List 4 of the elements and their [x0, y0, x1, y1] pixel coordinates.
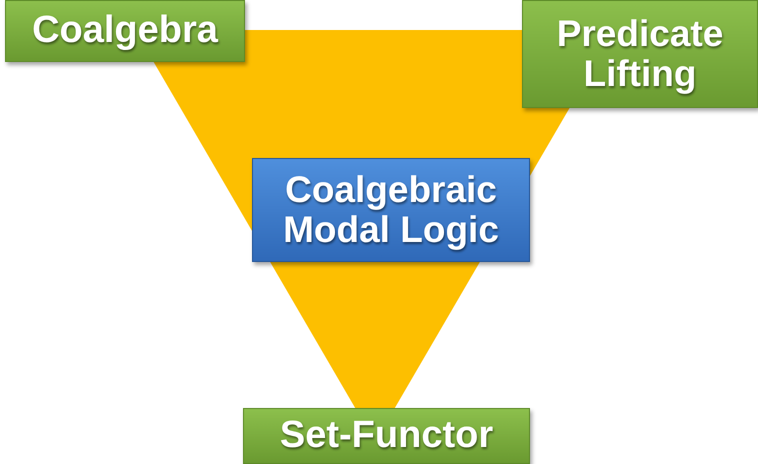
concept-box: Coalgebraic Modal Logic: [252, 158, 530, 262]
concept-box: Predicate Lifting: [522, 0, 758, 108]
concept-box: Coalgebra: [5, 0, 245, 62]
concept-box: Set-Functor: [243, 408, 530, 464]
